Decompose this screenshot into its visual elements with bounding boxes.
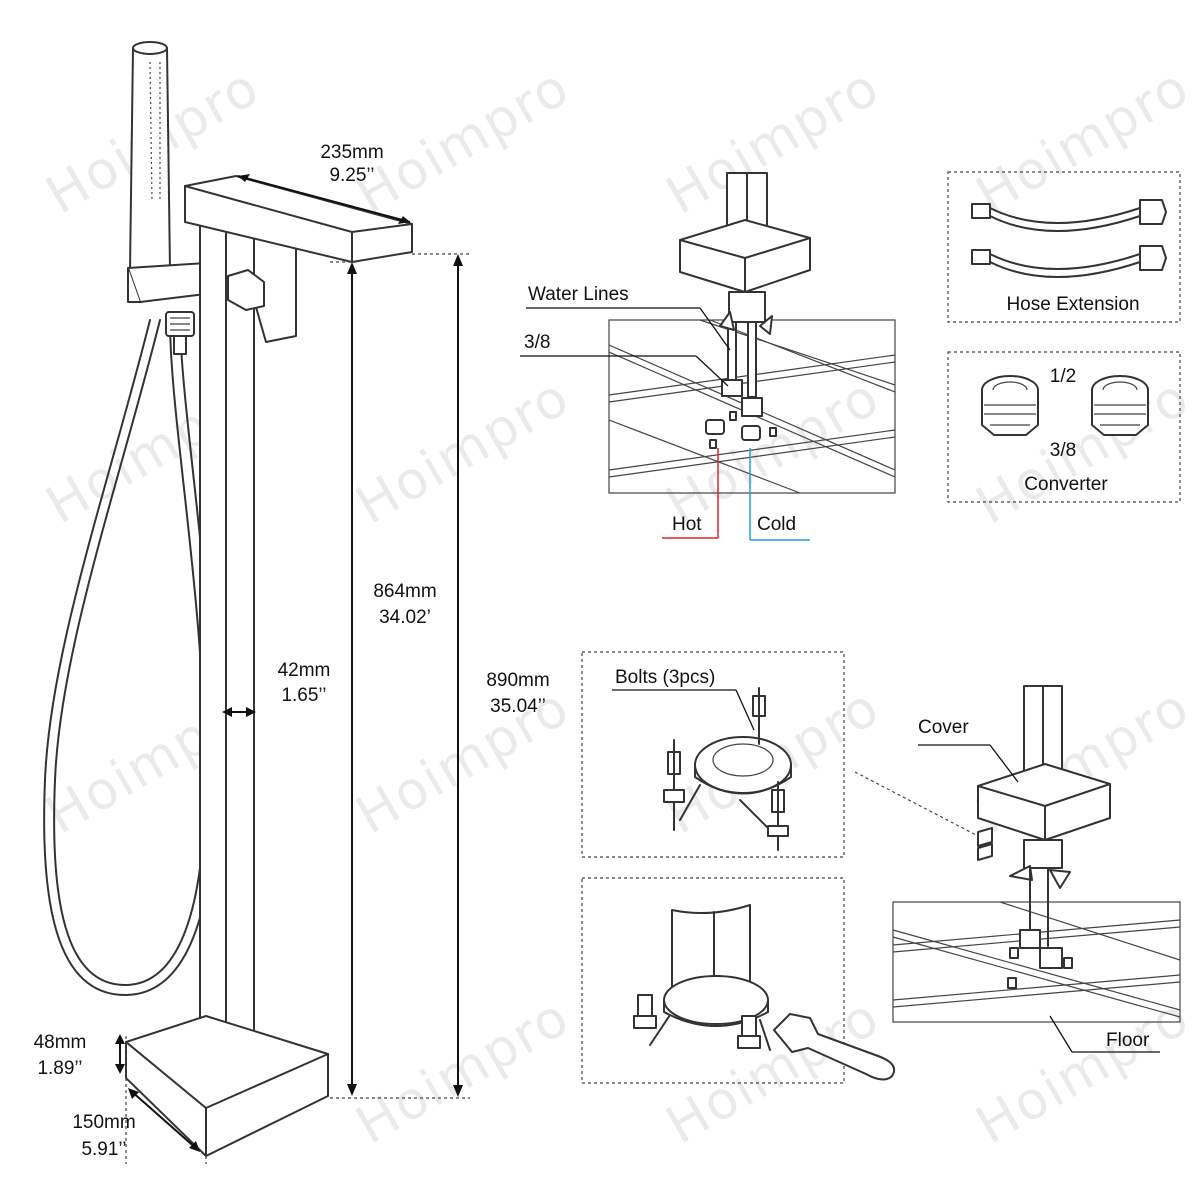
label-water-lines: Water Lines	[528, 284, 629, 305]
watermark: Hoimpro	[347, 367, 581, 537]
label-converter-top: 1/2	[1050, 366, 1076, 387]
converter-fitting-1	[981, 375, 1039, 436]
converter-box: 1/2 3/8 Converter	[947, 351, 1181, 503]
nut-washer	[977, 827, 993, 861]
bolt-3	[767, 781, 789, 851]
converter-fitting-2	[1091, 375, 1149, 436]
dim-spout-length-in: 9.25’’	[329, 165, 374, 186]
label-converter: Converter	[1024, 474, 1108, 495]
watermark: Hoimpro	[657, 57, 891, 227]
hose-connector	[173, 335, 187, 355]
dim-spout-height-in: 34.02’	[379, 607, 431, 628]
hose-extension-2	[971, 245, 1167, 278]
watermark: Hoimpro	[967, 57, 1200, 227]
wrench-icon	[773, 1013, 896, 1081]
cover	[679, 219, 811, 293]
faucet-drawing	[43, 41, 413, 1157]
dim-base-width-mm: 150mm	[72, 1112, 135, 1133]
label-bolts: Bolts (3pcs)	[615, 667, 715, 688]
dim-base-height-mm: 48mm	[34, 1032, 87, 1053]
label-hose-extension: Hose Extension	[1006, 294, 1139, 315]
wrench-box	[581, 877, 896, 1084]
dim-total-height-in: 35.04’’	[490, 696, 546, 717]
label-fitting-size: 3/8	[524, 332, 550, 353]
hose-extension-box: Hose Extension	[947, 171, 1181, 323]
watermark: Hoimpro	[347, 987, 581, 1157]
faucet-base	[125, 1015, 329, 1157]
cover	[977, 763, 1111, 841]
label-cover: Cover	[918, 717, 969, 738]
label-cold: Cold	[757, 514, 796, 535]
floor-install-detail: Cover Floor	[854, 685, 1181, 1053]
dim-total-height-mm: 890mm	[486, 670, 549, 691]
bolt-left	[633, 994, 657, 1029]
dim-spout-length-mm: 235mm	[320, 142, 383, 163]
floor-panel	[892, 901, 1181, 1023]
hose-extension-1	[971, 199, 1167, 232]
dim-base-height-in: 1.89’’	[37, 1058, 82, 1079]
dim-column-width-mm: 42mm	[278, 660, 331, 681]
dim-spout-height-mm: 864mm	[373, 581, 436, 602]
water-lines-detail: Water Lines 3/8 Hot Cold	[520, 172, 896, 541]
hex-nuts	[721, 379, 763, 417]
mixer-handle	[227, 269, 265, 311]
shower-hose	[53, 319, 206, 986]
watermark: Hoimpro	[967, 987, 1200, 1157]
label-hot: Hot	[672, 514, 702, 535]
label-converter-bottom: 3/8	[1050, 440, 1076, 461]
spout	[184, 175, 413, 263]
label-floor: Floor	[1106, 1030, 1150, 1051]
dimension-lines: 235mm 9.25’’ 864mm 34.02’ 890mm 35.04’’ …	[34, 142, 550, 1164]
bolt-right	[737, 1015, 761, 1049]
dim-base-width-in: 5.91’’	[81, 1139, 126, 1160]
bolt-2	[752, 687, 766, 745]
dim-column-width-in: 1.65’’	[281, 685, 326, 706]
bolt-1	[663, 739, 685, 831]
column-bottom	[728, 291, 766, 323]
bolts-box: Bolts (3pcs)	[581, 651, 845, 858]
